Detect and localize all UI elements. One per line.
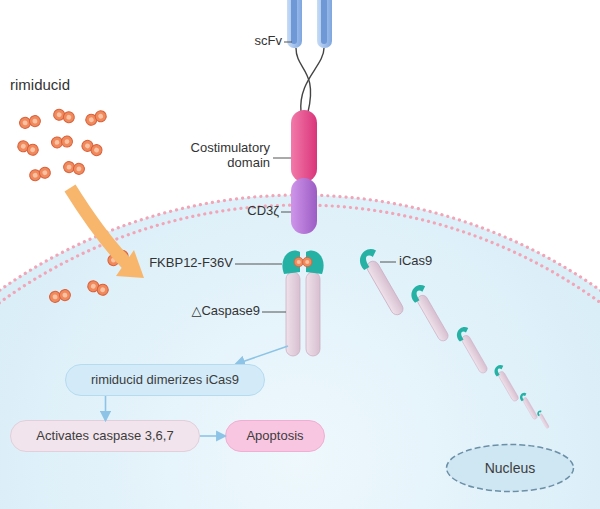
part-label: Costimulatory domain xyxy=(180,141,270,171)
leader-line xyxy=(273,158,291,159)
icas9-monomer xyxy=(454,325,492,376)
icas9-monomer xyxy=(408,282,454,344)
rimiducid-molecule xyxy=(16,139,39,157)
scfv-arm xyxy=(317,0,332,48)
flow-arrow xyxy=(105,396,107,420)
rimiducid-molecule xyxy=(28,166,51,182)
scfv-arm-core xyxy=(291,0,297,44)
nucleus-ellipse: Nucleus xyxy=(445,443,575,493)
node-text: Nucleus xyxy=(485,460,536,476)
part-label: △Caspase9 xyxy=(150,304,260,319)
rimiducid-molecule xyxy=(63,161,86,175)
icas9-monomer xyxy=(492,363,522,403)
part-label: CD3ζ xyxy=(238,204,279,219)
outcome-pill: Apoptosis xyxy=(225,420,325,452)
nucleus-shape xyxy=(447,445,574,492)
node-text: rimiducid dimerizes iCas9 xyxy=(91,373,239,388)
leader-line xyxy=(380,262,396,263)
step-pill: Activates caspase 3,6,7 xyxy=(10,420,200,452)
caspase9-bar xyxy=(286,272,300,356)
icas9-monomer xyxy=(536,410,551,430)
icas9-monomer xyxy=(518,392,540,421)
costimulatory-domain xyxy=(291,110,317,182)
step-pill: rimiducid dimerizes iCas9 xyxy=(65,364,265,396)
rimiducid-molecule xyxy=(84,109,107,127)
rimiducid-molecule xyxy=(49,289,72,303)
rimiducid-molecule xyxy=(294,257,312,266)
rimiducid-molecule xyxy=(80,139,104,158)
leader-line xyxy=(235,264,282,265)
scfv-arm-core xyxy=(321,0,327,44)
part-label: scFv xyxy=(244,34,282,49)
leader-line xyxy=(262,312,286,313)
cd3zeta-domain xyxy=(291,178,317,234)
caspase9-bar xyxy=(306,272,320,356)
rimiducid-molecule xyxy=(19,115,42,129)
molecule-label: rimiducid xyxy=(10,76,100,93)
flow-arrow xyxy=(236,346,288,364)
membrane-inner xyxy=(0,205,600,509)
scfv-arm xyxy=(287,0,302,48)
rimiducid-molecule xyxy=(51,136,73,149)
rimiducid-molecule xyxy=(86,279,109,297)
node-text: Activates caspase 3,6,7 xyxy=(36,429,173,444)
leader-line xyxy=(281,212,291,213)
part-label: FKBP12-F36V xyxy=(120,256,233,271)
uptake-arrowhead xyxy=(116,250,144,278)
rimiducid-molecule xyxy=(52,108,75,124)
leader-line xyxy=(284,42,292,43)
hinge-line xyxy=(301,48,324,112)
membrane-outer xyxy=(0,195,600,509)
uptake-arrow xyxy=(70,188,127,264)
flow-arrow xyxy=(200,435,225,437)
node-text: Apoptosis xyxy=(246,429,303,444)
part-label: iCas9 xyxy=(399,254,459,269)
cell-body xyxy=(0,195,600,509)
